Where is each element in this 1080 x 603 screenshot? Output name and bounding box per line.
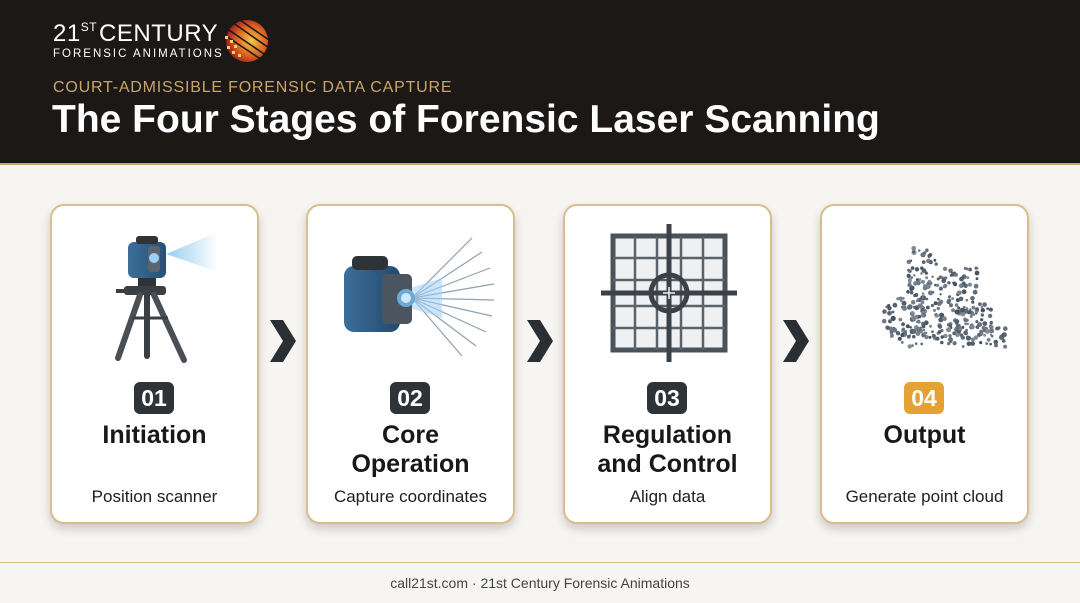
- brand-subname: FORENSIC ANIMATIONS: [53, 48, 224, 60]
- laser-scanner-beam-icon: [344, 237, 495, 357]
- stage-card-initiation: 01 Initiation Position scanner: [50, 204, 259, 524]
- stage-number-badge: 02: [390, 382, 430, 414]
- header-eyebrow: COURT-ADMISSIBLE FORENSIC DATA CAPTURE: [53, 79, 453, 96]
- stage-number-badge: 04: [904, 382, 944, 414]
- chevron-right-icon: [270, 320, 296, 362]
- brand-name: 21STCENTURY: [53, 20, 219, 47]
- brand-mark-icon: [222, 17, 269, 63]
- point-cloud-icon: [881, 245, 1008, 349]
- stage-description: Align data: [629, 487, 706, 506]
- stage-description: Capture coordinates: [333, 487, 488, 506]
- stage-title: Initiation: [102, 421, 207, 449]
- brand-logo[interactable]: 21STCENTURY FORENSIC ANIMATIONS: [53, 17, 283, 68]
- stage-card-output: 04 Output Generate point cloud: [820, 204, 1029, 524]
- chevron-right-icon: [783, 320, 809, 362]
- stage-number-badge: 03: [647, 382, 687, 414]
- alignment-grid-crosshair-icon: [601, 224, 737, 362]
- stage-description: Position scanner: [91, 487, 218, 506]
- chevron-right-icon: [527, 320, 553, 362]
- header-band: 21STCENTURY FORENSIC ANIMATIONS: [0, 0, 1080, 165]
- page-title: The Four Stages of Forensic Laser Scanni…: [52, 98, 880, 141]
- stage-number-badge: 01: [134, 382, 174, 414]
- tripod-scanner-icon: [115, 232, 218, 363]
- footer-divider: [0, 562, 1080, 563]
- stage-description: Generate point cloud: [845, 487, 1004, 506]
- stage-title: Output: [883, 421, 966, 449]
- footer-text: call21st.com · 21st Century Forensic Ani…: [390, 575, 690, 591]
